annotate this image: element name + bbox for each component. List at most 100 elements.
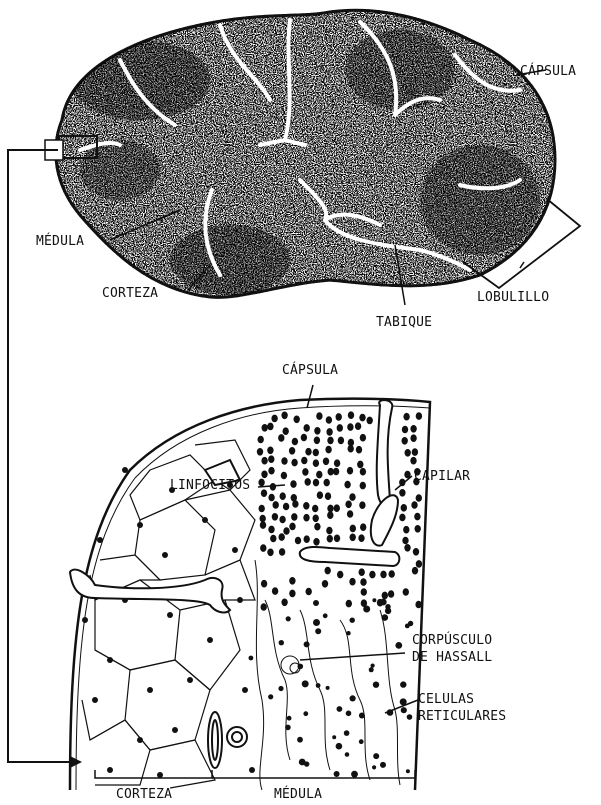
lymphocyte (348, 445, 354, 453)
thymus-section-overview (8, 10, 580, 768)
lymphocyte (301, 457, 307, 465)
reticular-cell-nucleus (287, 716, 292, 721)
lymphocyte (261, 471, 267, 479)
lymphocyte (325, 567, 331, 575)
lymphocyte (289, 590, 295, 598)
lymphocyte (326, 428, 332, 436)
lymphocyte (348, 411, 354, 419)
lymphocyte (272, 513, 278, 521)
lymphocyte (327, 511, 333, 519)
lymphocyte (313, 479, 319, 487)
lymphocyte (414, 513, 420, 521)
reticular-cell-nucleus (350, 695, 356, 701)
lymphocyte (283, 427, 289, 435)
lymphocyte (360, 482, 366, 490)
lymphocyte (416, 560, 422, 568)
lymphocyte (303, 514, 309, 522)
lymphocyte (267, 423, 273, 431)
leader-capsula-bottom (307, 385, 313, 408)
lymphocyte (334, 504, 340, 512)
lymphocyte (323, 458, 329, 466)
lymphocyte (402, 426, 408, 434)
reticular-cell-nucleus (298, 664, 304, 670)
lymphocyte (333, 468, 339, 476)
reticular-cell-nucleus (400, 681, 406, 687)
lymphocyte (410, 425, 416, 433)
lymphocyte (347, 510, 353, 518)
magnified-section (70, 385, 430, 790)
lymphocyte (415, 525, 421, 533)
lymphocyte (412, 567, 418, 575)
lymphocyte (325, 492, 331, 500)
lymphocyte (267, 447, 273, 455)
reticular-cell-nucleus (406, 769, 410, 773)
lymphocyte (290, 480, 296, 488)
reticular-cell-nucleus (350, 618, 355, 623)
lymphocyte (355, 422, 361, 430)
reticular-cell-nucleus (285, 725, 291, 731)
lymphocyte (313, 449, 319, 457)
reticular-cell-nucleus (407, 714, 413, 720)
lymphocyte (356, 446, 362, 454)
reticular-cell-nucleus (304, 641, 310, 647)
reticular-cell-nucleus (373, 682, 379, 688)
lymphocyte (304, 535, 310, 543)
leader-capilar (395, 476, 412, 490)
reticular-cell-nucleus (286, 616, 291, 621)
reticular-cell-nucleus (249, 656, 254, 661)
lymphocyte (261, 489, 267, 497)
leader-corpusculo (300, 653, 405, 660)
label-linfocitos: LINFOCITOS (170, 478, 250, 493)
lymphocyte (360, 523, 366, 531)
reticular-cell-nucleus (345, 752, 350, 757)
lymphocyte (338, 437, 344, 445)
lymphocyte (291, 459, 297, 467)
lymphocyte (316, 412, 322, 420)
reticular-cell-nucleus (380, 762, 386, 768)
lymphocyte (404, 544, 410, 552)
reticular-cell-nucleus (351, 771, 358, 778)
lymphocyte (347, 423, 353, 431)
medulla-vessels (208, 712, 247, 768)
lymphocyte (402, 437, 408, 445)
lymphocyte (314, 437, 320, 445)
lymphocyte (292, 438, 298, 446)
lymphocyte (289, 523, 295, 531)
lymphocyte (357, 461, 363, 469)
cortex-vessel (70, 570, 230, 613)
lymphocyte (334, 535, 340, 543)
lymphocyte (344, 481, 350, 489)
lymphocyte (360, 578, 366, 586)
lymphocyte (281, 457, 287, 465)
label-lobulillo: LOBULILLO (477, 290, 549, 305)
label-corpusculo-1: CORPÚSCULO (412, 633, 492, 648)
lymphocyte (401, 504, 407, 512)
lymphocyte (382, 592, 388, 600)
lymphocyte (327, 505, 333, 513)
medula-bracket (212, 770, 415, 778)
lymphocyte (327, 437, 333, 445)
reticular-cell-nucleus (334, 771, 340, 777)
lymphocyte (336, 413, 342, 421)
lymphocyte (294, 416, 300, 424)
lymphocyte (316, 471, 322, 479)
reticular-cell-nucleus (316, 683, 321, 688)
lymphocyte (257, 448, 263, 456)
lymphocyte (325, 446, 331, 454)
lymphocyte (389, 570, 395, 578)
lymphocyte (278, 434, 284, 442)
lymphocyte (403, 588, 409, 596)
lymphocyte (283, 503, 289, 511)
lymphocyte (324, 479, 330, 487)
lymphocyte (326, 416, 332, 424)
lymphocyte (399, 489, 405, 497)
lymphocyte (416, 494, 422, 502)
lymphocyte (258, 479, 264, 487)
lymphocyte (270, 535, 276, 543)
lymphocyte (313, 515, 319, 523)
lymphocyte (380, 571, 386, 579)
lymphocyte (292, 500, 298, 508)
reticular-cell-nucleus (326, 686, 330, 690)
lymphocyte (334, 459, 340, 467)
reticular-cell-nucleus (313, 600, 319, 606)
